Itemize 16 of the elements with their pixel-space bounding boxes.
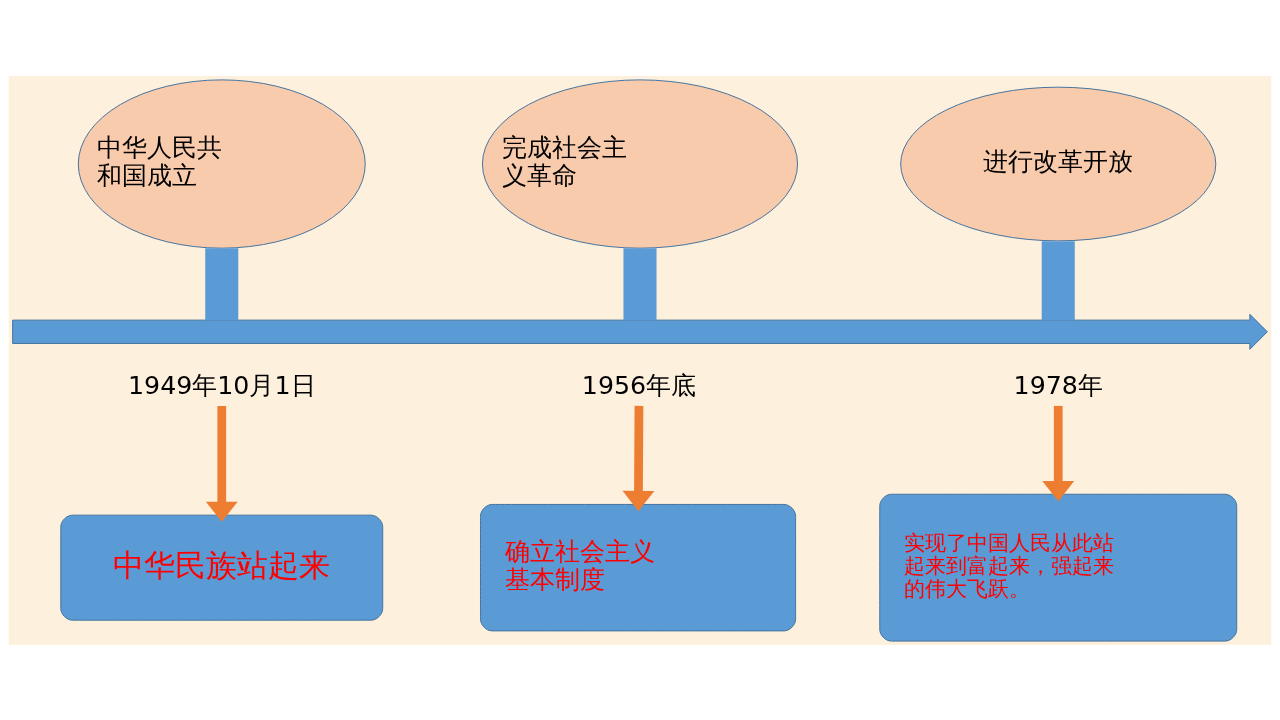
node-box: 确立社会主义基本制度 [480, 503, 797, 631]
node-box: 实现了中国人民从此站起来到富起来，强起来的伟大飞跃。 [879, 493, 1238, 642]
connector [623, 247, 657, 320]
arrow [622, 405, 655, 511]
node-text: 1956年底 [581, 370, 697, 400]
arrow [205, 405, 238, 522]
arrow [1042, 405, 1075, 501]
connector [205, 247, 239, 320]
node-box: 中华民族站起来 [60, 514, 384, 621]
node-ellipse: 中华人民共和国成立 [77, 78, 366, 249]
node-text: 1978年 [1013, 370, 1103, 400]
node-text: 1949年10月1日 [128, 370, 316, 400]
node-ellipse: 进行改革开放 [900, 86, 1217, 241]
node-arrow [12, 313, 1268, 350]
node-ellipse: 完成社会主义革命 [481, 78, 799, 249]
connector [1041, 240, 1075, 320]
